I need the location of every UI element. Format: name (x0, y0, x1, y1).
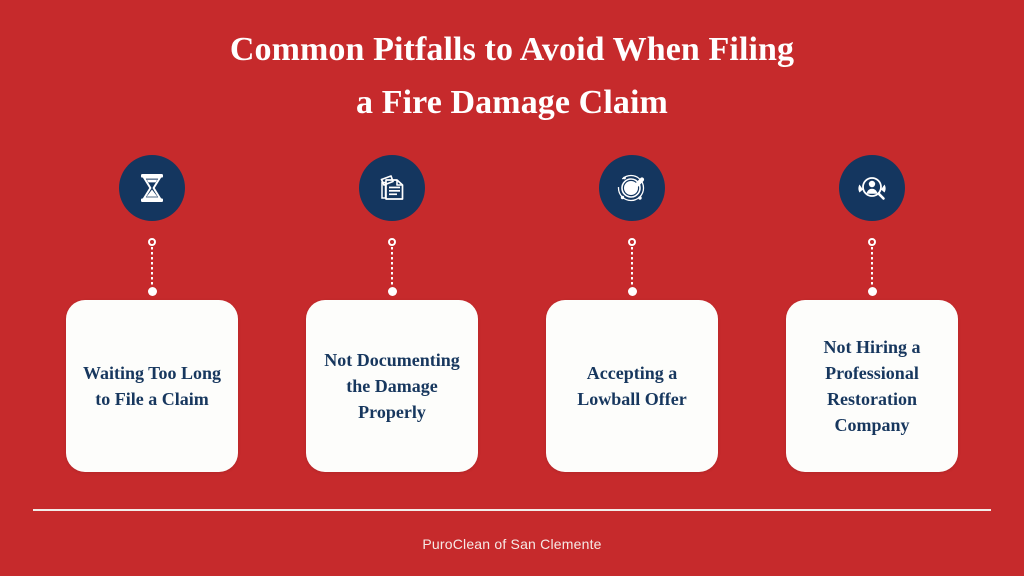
pitfall-card-4[interactable]: Not Hiring a Professional Restoration Co… (786, 300, 958, 472)
pitfall-card-1[interactable]: Waiting Too Long to File a Claim (66, 300, 238, 472)
documents-icon-badge (359, 155, 425, 221)
checkmark-circle-icon-badge (599, 155, 665, 221)
footer-divider (33, 509, 991, 511)
connector-2 (386, 238, 398, 296)
person-magnifier-icon (853, 169, 891, 207)
connector-dotted-line (871, 247, 873, 286)
connector-ring-icon (868, 238, 876, 246)
pitfall-column-3: Accepting a Lowball Offer (512, 155, 752, 472)
connector-1 (146, 238, 158, 296)
pitfall-column-2: Not Documenting the Damage Properly (272, 155, 512, 472)
page-title-line-2: a Fire Damage Claim (356, 83, 668, 121)
connector-ring-icon (388, 238, 396, 246)
connector-dot-icon (867, 287, 877, 296)
connector-dot-icon (387, 287, 397, 296)
connector-dot-icon (147, 287, 157, 296)
person-magnifier-icon-badge (839, 155, 905, 221)
connector-ring-icon (628, 238, 636, 246)
pitfall-column-1: Waiting Too Long to File a Claim (32, 155, 272, 472)
page-title: Common Pitfalls to Avoid When Filing a F… (0, 24, 1024, 129)
pitfalls-columns: Waiting Too Long to File a Claim (0, 155, 1024, 472)
pitfall-card-3[interactable]: Accepting a Lowball Offer (546, 300, 718, 472)
pitfall-column-4: Not Hiring a Professional Restoration Co… (752, 155, 992, 472)
connector-dot-icon (627, 287, 637, 296)
pitfall-card-label: Accepting a Lowball Offer (577, 362, 687, 409)
pitfall-card-label: Not Documenting the Damage Properly (324, 349, 460, 423)
pitfall-card-label: Not Hiring a Professional Restoration Co… (823, 336, 921, 436)
connector-3 (626, 238, 638, 296)
pitfall-card-label: Waiting Too Long to File a Claim (82, 362, 222, 409)
connector-dotted-line (151, 247, 153, 286)
connector-4 (866, 238, 878, 296)
connector-dotted-line (391, 247, 393, 286)
connector-dotted-line (631, 247, 633, 286)
documents-icon (373, 169, 411, 207)
checkmark-circle-icon (613, 169, 651, 207)
hourglass-icon (133, 169, 171, 207)
hourglass-icon-badge (119, 155, 185, 221)
page-title-line-1: Common Pitfalls to Avoid When Filing (229, 31, 795, 68)
pitfall-card-2[interactable]: Not Documenting the Damage Properly (306, 300, 478, 472)
connector-ring-icon (148, 238, 156, 246)
footer-brand: PuroClean of San Clemente (422, 536, 602, 552)
